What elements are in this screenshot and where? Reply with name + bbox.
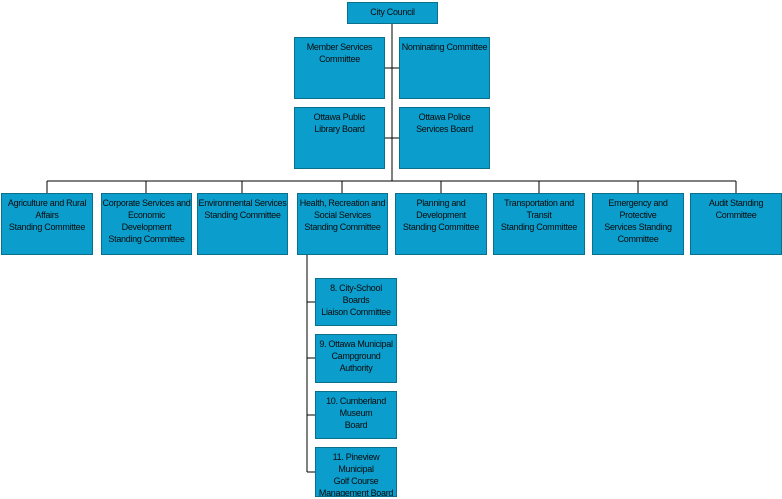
police-board-box: Ottawa Police Services Board	[399, 107, 490, 169]
library-board-box: Ottawa Public Library Board	[294, 107, 385, 169]
city-school-liaison-box: 8. City-School Boards Liaison Committee	[315, 278, 397, 326]
audit-committee-box: Audit Standing Committee	[690, 193, 782, 255]
library-board-label: Ottawa Public Library Board	[313, 112, 366, 134]
campground-authority-box: 9. Ottawa Municipal Campground Authority	[315, 334, 397, 383]
corporate-services-committee-box: Corporate Services and Economic Developm…	[101, 193, 192, 255]
city-school-liaison-label: 8. City-School Boards Liaison Committee	[321, 283, 391, 317]
transportation-transit-committee-box: Transportation and Transit Standing Comm…	[493, 193, 585, 255]
member-services-committee-box: Member Services Committee	[294, 37, 385, 99]
police-board-label: Ottawa Police Services Board	[416, 112, 473, 134]
pineview-golf-board-box: 11. Pineview Municipal Golf Course Manag…	[315, 447, 397, 497]
transportation-transit-committee-label: Transportation and Transit Standing Comm…	[500, 198, 578, 232]
corporate-services-committee-label: Corporate Services and Economic Developm…	[102, 198, 191, 244]
audit-committee-label: Audit Standing Committee	[708, 198, 764, 220]
pineview-golf-board-label: 11. Pineview Municipal Golf Course Manag…	[318, 452, 394, 497]
health-recreation-committee-label: Health, Recreation and Social Services S…	[299, 198, 386, 232]
health-recreation-committee-box: Health, Recreation and Social Services S…	[297, 193, 388, 255]
nominating-committee-box: Nominating Committee	[399, 37, 490, 99]
planning-development-committee-box: Planning and Development Standing Commit…	[395, 193, 487, 255]
city-council-label: City Council	[370, 7, 415, 17]
cumberland-museum-board-label: 10. Cumberland Museum Board	[326, 396, 386, 430]
campground-authority-label: 9. Ottawa Municipal Campground Authority	[319, 339, 393, 373]
nominating-committee-label: Nominating Committee	[401, 42, 488, 52]
agriculture-committee-box: Agriculture and Rural Affairs Standing C…	[1, 193, 93, 255]
environmental-services-committee-box: Environmental Services Standing Committe…	[197, 193, 288, 255]
agriculture-committee-label: Agriculture and Rural Affairs Standing C…	[7, 198, 87, 232]
city-council-box: City Council	[347, 2, 438, 24]
cumberland-museum-board-box: 10. Cumberland Museum Board	[315, 391, 397, 439]
planning-development-committee-label: Planning and Development Standing Commit…	[402, 198, 480, 232]
environmental-services-committee-label: Environmental Services Standing Committe…	[198, 198, 287, 220]
emergency-protective-committee-box: Emergency and Protective Services Standi…	[592, 193, 684, 255]
member-services-committee-label: Member Services Committee	[306, 42, 373, 64]
emergency-protective-committee-label: Emergency and Protective Services Standi…	[604, 198, 672, 244]
